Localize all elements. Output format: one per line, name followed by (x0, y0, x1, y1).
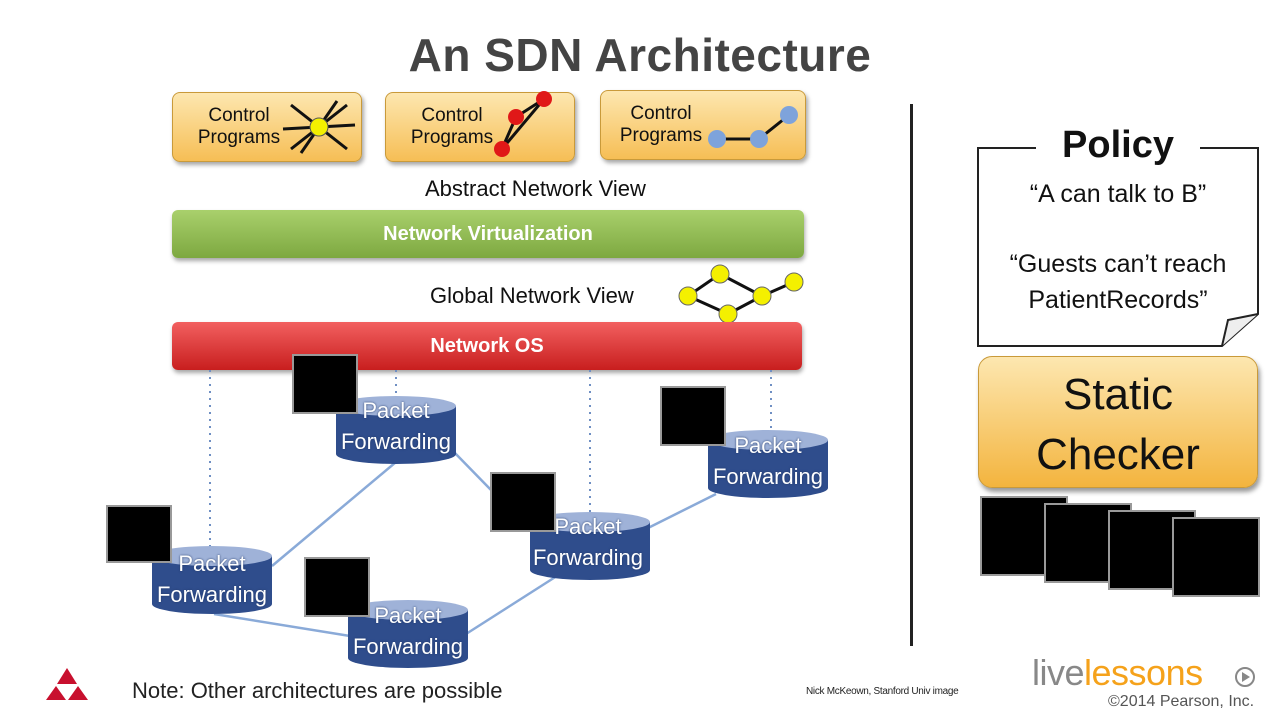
packet-forwarding-node-2 (336, 396, 456, 464)
abstract-view-label: Abstract Network View (425, 176, 646, 201)
control-program-label: Control Programs (197, 105, 281, 148)
footnote: Note: Other architectures are possible (132, 678, 503, 703)
policy-rule-2-line-2: PatientRecords” (1028, 286, 1208, 314)
play-icon (1235, 667, 1255, 687)
packet-forwarding-node-4 (708, 430, 828, 498)
network-links (209, 370, 772, 638)
packet-forwarding-node-5 (348, 600, 468, 668)
control-program-box-2: Control Programs (385, 91, 575, 162)
star-topology-icon (282, 100, 356, 154)
terminal-thumbnail (304, 557, 370, 617)
data-link (465, 572, 561, 636)
policy-card (977, 147, 1259, 347)
policy-heading: Policy (1062, 124, 1174, 166)
terminal-thumbnail (106, 505, 172, 563)
static-checker-line-2: Checker (1036, 430, 1200, 479)
logo-lessons: lessons (1084, 652, 1203, 693)
control-program-label: Control Programs (410, 105, 494, 148)
static-checker-box: Static Checker (978, 356, 1258, 488)
vertical-divider (910, 104, 913, 646)
control-program-box-1: Control Programs (172, 92, 362, 162)
policy-rule-2-line-1: “Guests can’t reach (1009, 250, 1227, 278)
network-os-bar: Network OS (172, 322, 802, 370)
policy-rule-1: “A can talk to B” (1029, 180, 1207, 208)
livelessons-logo: livelessons (1032, 652, 1203, 694)
static-checker-line-1: Static (1062, 370, 1174, 419)
terminal-thumbnail (1172, 517, 1260, 597)
data-link (213, 612, 351, 638)
image-credit: Nick McKeown, Stanford Univ image (806, 686, 959, 697)
copyright: ©2014 Pearson, Inc. (1108, 693, 1255, 710)
logo-live: live (1032, 652, 1085, 693)
packet-forwarding-node-1 (152, 546, 272, 614)
terminal-thumbnail (292, 354, 358, 414)
network-virtualization-bar: Network Virtualization (172, 210, 804, 258)
data-link (643, 492, 717, 532)
global-view-label: Global Network View (430, 283, 634, 308)
terminal-thumbnail (660, 386, 726, 446)
control-program-box-3: Control Programs (600, 90, 806, 160)
control-program-label: Control Programs (619, 103, 703, 146)
blue-path-icon (708, 106, 798, 148)
red-path-icon (494, 91, 552, 157)
data-link (271, 461, 397, 567)
pearson-triangle-logo (46, 668, 88, 700)
terminal-thumbnail (490, 472, 556, 532)
packet-forwarding-node-3 (530, 512, 650, 580)
policy-heading-bg (1036, 124, 1200, 172)
slide-title: An SDN Architecture (408, 29, 872, 81)
